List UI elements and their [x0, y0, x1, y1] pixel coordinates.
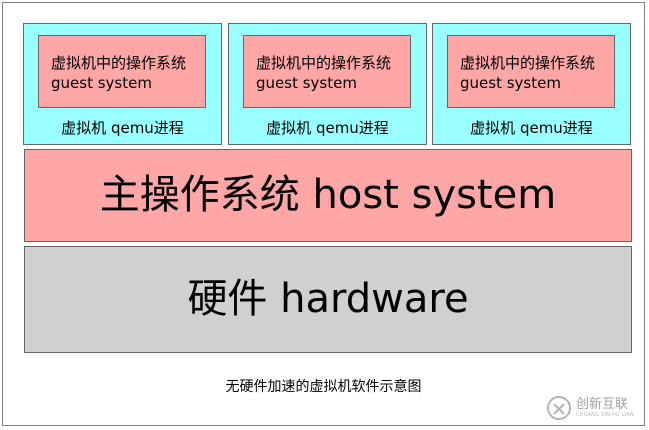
guest-system-title: 虚拟机中的操作系统: [460, 54, 596, 72]
guest-system-title: 虚拟机中的操作系统: [256, 54, 392, 72]
watermark-subtext: CHUANG XIN HU LIAN: [576, 412, 634, 418]
guest-system-subtitle: guest system: [460, 74, 561, 92]
guest-system-title: 虚拟机中的操作系统: [51, 54, 187, 72]
guest-system-subtitle: guest system: [256, 74, 357, 92]
host-system-box: 主操作系统 host system: [24, 149, 632, 242]
vm-process-label: 虚拟机 qemu进程: [266, 119, 389, 137]
watermark-logo: 创新互联 CHUANG XIN HU LIAN: [546, 389, 646, 427]
hardware-box: 硬件 hardware: [24, 246, 632, 353]
diagram-frame: 虚拟机中的操作系统 guest system 虚拟机 qemu进程 虚拟机中的操…: [2, 2, 645, 426]
vm-process-box-2: 虚拟机中的操作系统 guest system 虚拟机 qemu进程: [228, 23, 427, 145]
vm-process-label: 虚拟机 qemu进程: [61, 119, 184, 137]
guest-system-box-2: 虚拟机中的操作系统 guest system: [243, 35, 411, 108]
guest-system-box-3: 虚拟机中的操作系统 guest system: [447, 35, 615, 108]
vm-process-label: 虚拟机 qemu进程: [470, 119, 593, 137]
vm-process-box-3: 虚拟机中的操作系统 guest system 虚拟机 qemu进程: [432, 23, 631, 145]
vm-process-box-1: 虚拟机中的操作系统 guest system 虚拟机 qemu进程: [23, 23, 222, 145]
watermark-logo-icon: [547, 396, 571, 420]
diagram-caption: 无硬件加速的虚拟机软件示意图: [225, 379, 422, 395]
guest-system-subtitle: guest system: [51, 74, 152, 92]
guest-system-box-1: 虚拟机中的操作系统 guest system: [38, 35, 206, 108]
watermark-text: 创新互联: [576, 397, 629, 412]
